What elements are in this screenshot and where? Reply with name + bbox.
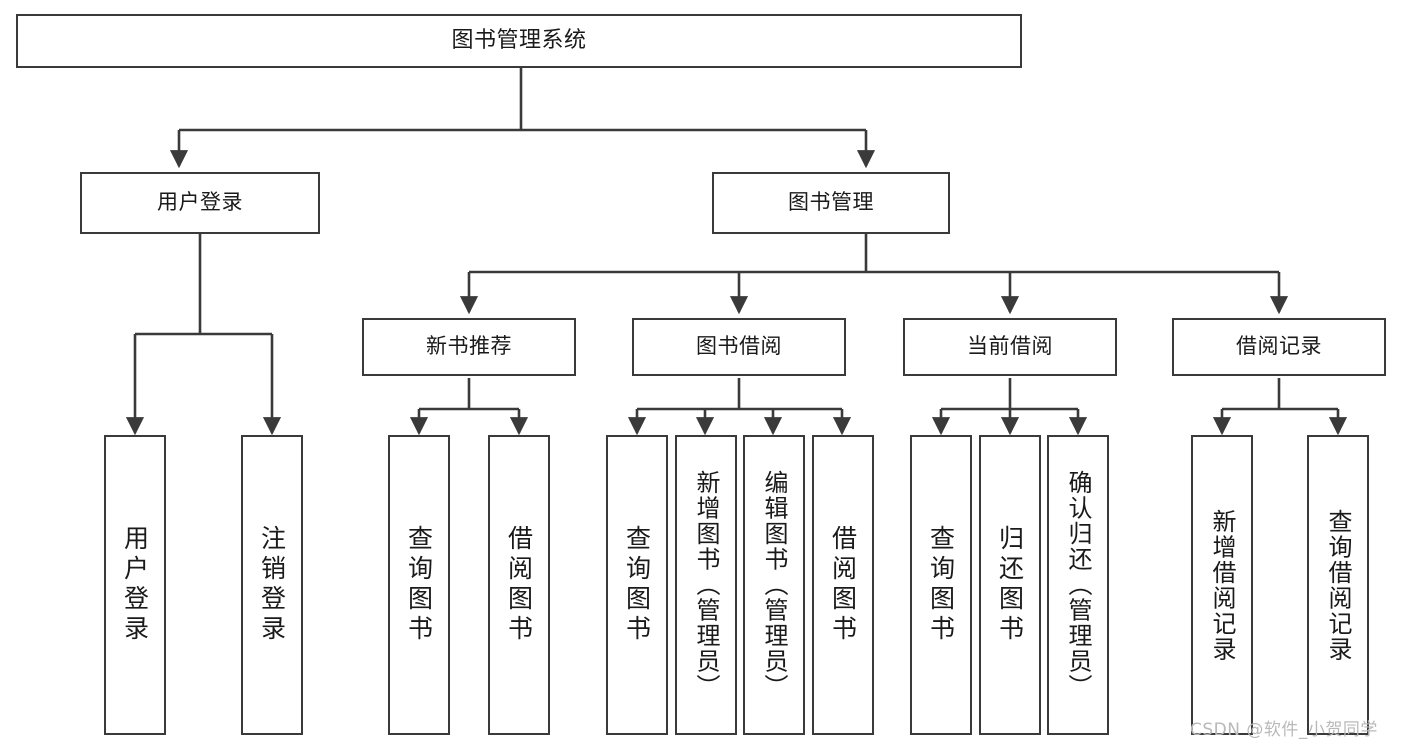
node-leaf-query-book-1[interactable]: 查询图书 <box>388 435 450 735</box>
node-leaf-add-book[interactable]: 新增图书（管理员） <box>675 435 737 735</box>
node-user-login-label: 用户登录 <box>157 190 243 215</box>
node-root-system[interactable]: 图书管理系统 <box>16 14 1022 68</box>
node-borrow-record-label: 借阅记录 <box>1236 334 1322 359</box>
node-book-borrow-label: 图书借阅 <box>696 334 782 359</box>
node-leaf-borrow-book-2-label: 借阅图书 <box>828 525 858 645</box>
node-book-management[interactable]: 图书管理 <box>712 172 950 234</box>
node-leaf-user-login[interactable]: 用户登录 <box>104 435 166 735</box>
node-book-borrow[interactable]: 图书借阅 <box>632 318 846 376</box>
node-leaf-add-record[interactable]: 新增借阅记录 <box>1191 435 1253 735</box>
node-leaf-query-book-1-label: 查询图书 <box>404 525 434 645</box>
node-leaf-user-login-label: 用户登录 <box>120 525 150 645</box>
node-leaf-add-book-label: 新增图书（管理员） <box>692 470 720 700</box>
node-leaf-user-logout-label: 注销登录 <box>257 525 287 645</box>
node-leaf-return-book-label: 归还图书 <box>995 525 1025 645</box>
node-leaf-confirm-return-label: 确认归还（管理员） <box>1064 470 1092 700</box>
node-leaf-borrow-book-1[interactable]: 借阅图书 <box>488 435 550 735</box>
node-leaf-query-record[interactable]: 查询借阅记录 <box>1307 435 1369 735</box>
node-leaf-borrow-book-2[interactable]: 借阅图书 <box>812 435 874 735</box>
node-new-book-recommend[interactable]: 新书推荐 <box>362 318 576 376</box>
node-leaf-confirm-return[interactable]: 确认归还（管理员） <box>1047 435 1109 735</box>
csdn-watermark: CSDN @软件_小贺同学 <box>1190 720 1378 740</box>
node-leaf-query-book-3-label: 查询图书 <box>926 525 956 645</box>
node-leaf-query-record-label: 查询借阅记录 <box>1324 508 1352 662</box>
node-current-borrow[interactable]: 当前借阅 <box>903 318 1117 376</box>
node-leaf-query-book-3[interactable]: 查询图书 <box>910 435 972 735</box>
node-current-borrow-label: 当前借阅 <box>967 334 1053 359</box>
node-user-login[interactable]: 用户登录 <box>80 172 320 234</box>
node-leaf-query-book-2-label: 查询图书 <box>622 525 652 645</box>
node-leaf-query-book-2[interactable]: 查询图书 <box>606 435 668 735</box>
node-leaf-add-record-label: 新增借阅记录 <box>1208 508 1236 662</box>
node-leaf-edit-book-label: 编辑图书（管理员） <box>760 470 788 700</box>
node-book-management-label: 图书管理 <box>788 190 874 215</box>
node-borrow-record[interactable]: 借阅记录 <box>1172 318 1386 376</box>
node-new-book-recommend-label: 新书推荐 <box>426 334 512 359</box>
node-leaf-borrow-book-1-label: 借阅图书 <box>504 525 534 645</box>
node-leaf-edit-book[interactable]: 编辑图书（管理员） <box>743 435 805 735</box>
node-leaf-return-book[interactable]: 归还图书 <box>979 435 1041 735</box>
node-root-system-label: 图书管理系统 <box>451 27 587 53</box>
node-leaf-user-logout[interactable]: 注销登录 <box>241 435 303 735</box>
